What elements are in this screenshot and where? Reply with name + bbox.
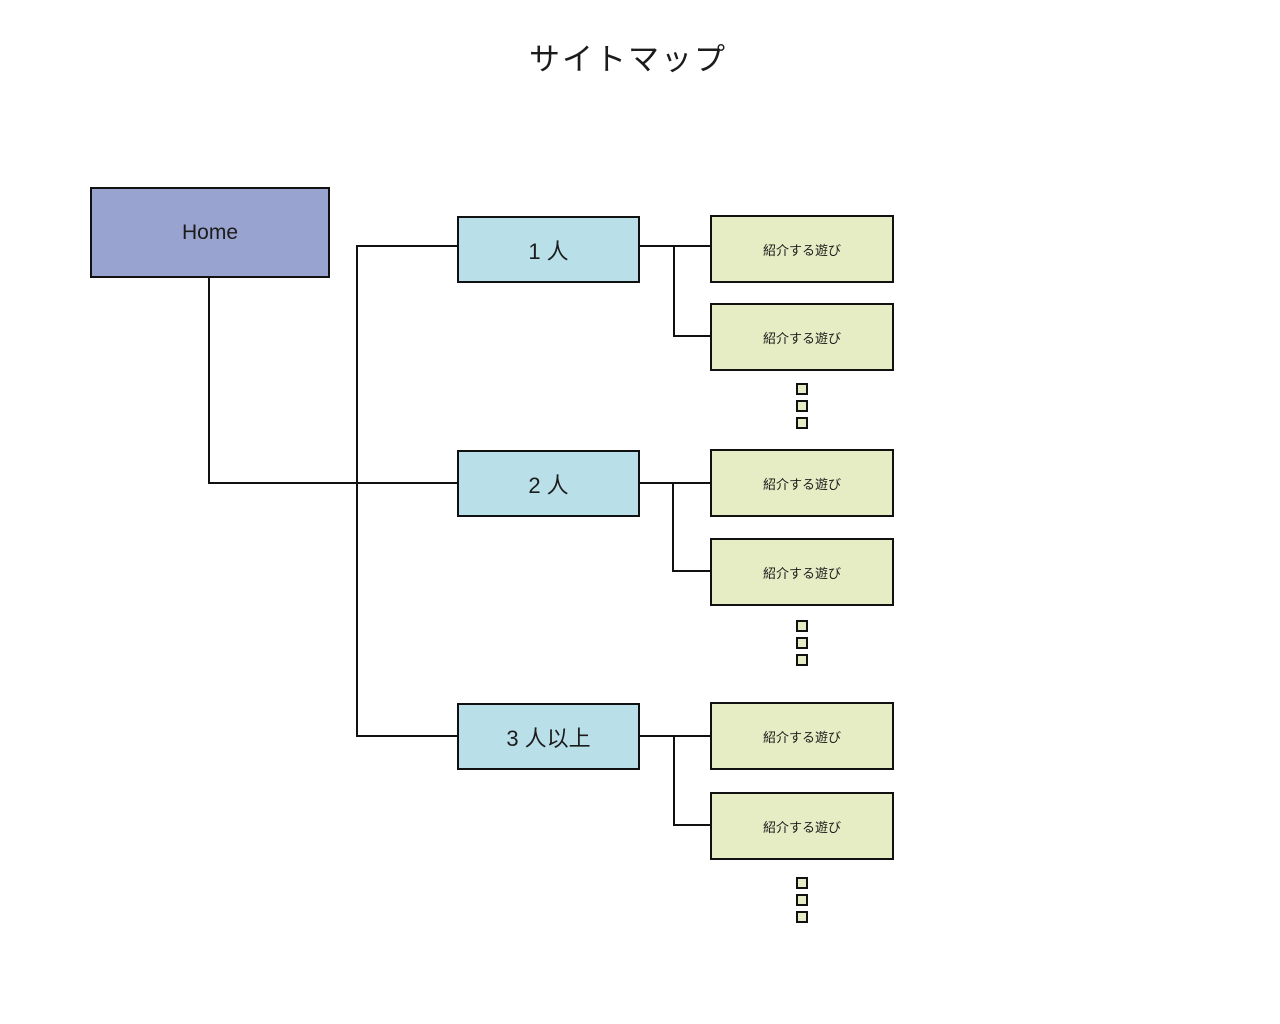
node-category-1person: 1 人 bbox=[457, 216, 640, 283]
ellipsis-square bbox=[796, 911, 808, 923]
node-home: Home bbox=[90, 187, 330, 278]
node-leaf-label: 紹介する遊び bbox=[762, 565, 841, 581]
node-leaf-1b: 紹介する遊び bbox=[710, 303, 894, 371]
connector-home-to-category2 bbox=[208, 482, 457, 484]
connector-category3-to-leaf3a bbox=[640, 735, 710, 737]
node-category-label: 3 人以上 bbox=[506, 725, 591, 751]
page-title: サイトマップ bbox=[529, 42, 727, 77]
connector-category2-to-leaf2a bbox=[640, 482, 710, 484]
node-leaf-1a: 紹介する遊び bbox=[710, 215, 894, 283]
ellipsis-square bbox=[796, 654, 808, 666]
connector-home-vertical bbox=[208, 278, 210, 484]
node-leaf-label: 紹介する遊び bbox=[762, 476, 841, 492]
ellipsis-square bbox=[796, 637, 808, 649]
ellipsis-square bbox=[796, 894, 808, 906]
connector-trunk-to-category3 bbox=[356, 735, 457, 737]
node-leaf-2a: 紹介する遊び bbox=[710, 449, 894, 517]
connector-trunk-to-category1 bbox=[356, 245, 457, 247]
node-leaf-2b: 紹介する遊び bbox=[710, 538, 894, 606]
connector-category3-to-leaf3b bbox=[673, 824, 710, 826]
node-leaf-label: 紹介する遊び bbox=[762, 330, 841, 346]
node-category-3person-plus: 3 人以上 bbox=[457, 703, 640, 770]
connector-category2-to-leaf2b bbox=[672, 570, 710, 572]
connector-trunk-vertical bbox=[356, 245, 358, 737]
connector-category1-to-leaf1b bbox=[673, 335, 710, 337]
node-leaf-label: 紹介する遊び bbox=[762, 819, 841, 835]
node-leaf-label: 紹介する遊び bbox=[762, 242, 841, 258]
ellipsis-square bbox=[796, 620, 808, 632]
connector-category1-branch-vertical bbox=[673, 245, 675, 337]
node-home-label: Home bbox=[181, 220, 239, 244]
node-category-label: 2 人 bbox=[528, 472, 569, 498]
node-category-label: 1 人 bbox=[528, 238, 569, 264]
node-leaf-label: 紹介する遊び bbox=[762, 729, 841, 745]
ellipsis-square bbox=[796, 400, 808, 412]
ellipsis-square bbox=[796, 417, 808, 429]
connector-category1-to-leaf1a bbox=[640, 245, 710, 247]
connector-category3-branch-vertical bbox=[673, 735, 675, 826]
node-category-2person: 2 人 bbox=[457, 450, 640, 517]
connector-category2-branch-vertical bbox=[672, 482, 674, 572]
ellipsis-square bbox=[796, 383, 808, 395]
node-leaf-3a: 紹介する遊び bbox=[710, 702, 894, 770]
ellipsis-square bbox=[796, 877, 808, 889]
node-leaf-3b: 紹介する遊び bbox=[710, 792, 894, 860]
